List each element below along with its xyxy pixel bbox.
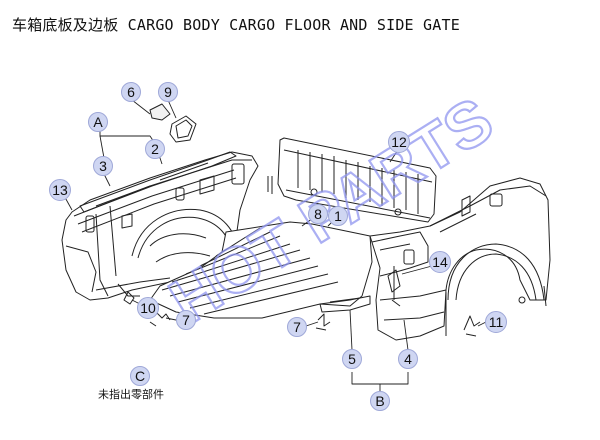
svg-text:2: 2 [151,141,159,157]
front-panel [267,137,437,223]
part-14-clip [387,269,401,293]
part-11-bracket [463,315,481,337]
svg-text:B: B [375,393,384,409]
callouts: A 3 2 6 9 13 12 8 [49,82,507,411]
callout-14: 14 [429,251,451,273]
svg-text:5: 5 [348,351,356,367]
callout-A: A [88,112,108,132]
callout-2: 2 [145,139,165,159]
part-6-cover [149,103,171,121]
svg-text:13: 13 [52,182,68,198]
svg-text:11: 11 [489,314,504,330]
callout-1: 1 [328,206,348,226]
callout-4: 4 [398,349,418,369]
unlisted-parts-note: 未指出零部件 [98,388,164,401]
svg-text:12: 12 [391,134,407,150]
svg-text:10: 10 [140,300,156,316]
callout-9: 9 [158,82,178,102]
callout-11: 11 [485,311,507,333]
callout-10: 10 [137,297,159,319]
callout-7-right: 7 [287,317,307,337]
right-side-panel [369,177,551,341]
diagram-title: 车箱底板及边板 CARGO BODY CARGO FLOOR AND SIDE … [12,16,460,34]
part-7-clip-right [315,313,331,331]
callout-3: 3 [93,156,113,176]
floor-sill-bracket [319,295,371,313]
left-top-rail [79,151,237,213]
callout-13: 13 [49,179,71,201]
callout-C: C [130,366,150,386]
svg-text:14: 14 [432,254,448,270]
callout-5: 5 [342,349,362,369]
part-9-fuel-door [169,115,197,143]
callout-12: 12 [388,131,410,153]
callout-8: 8 [308,204,328,224]
callout-6: 6 [121,82,141,102]
svg-text:8: 8 [314,206,322,222]
svg-text:C: C [135,368,145,384]
svg-text:7: 7 [182,312,190,328]
part-10-hook [123,291,135,305]
svg-text:7: 7 [293,319,301,335]
cargo-floor [149,221,373,319]
svg-text:6: 6 [127,84,135,100]
callout-7-left: 7 [176,310,196,330]
svg-text:4: 4 [404,351,412,367]
svg-text:3: 3 [99,158,107,174]
svg-text:9: 9 [164,84,172,100]
svg-text:1: 1 [334,208,342,224]
svg-text:A: A [93,114,103,130]
callout-B: B [370,391,390,411]
